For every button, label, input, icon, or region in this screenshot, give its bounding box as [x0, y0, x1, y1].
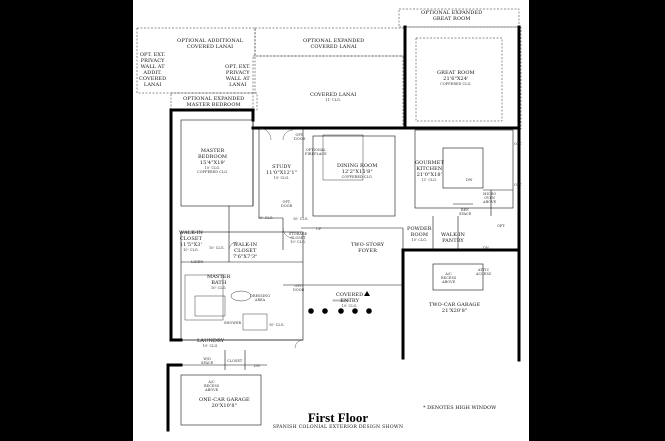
- ceiling-10-label-d: 10' CLG.: [293, 217, 309, 221]
- optional-dashed-outlines: [136, 8, 522, 130]
- closet-label: CLOSET: [227, 359, 243, 363]
- exterior-walls: [166, 25, 521, 432]
- stair-down-label-2: DN: [254, 364, 260, 368]
- opt-right-label-3: OPT.: [497, 224, 506, 228]
- high-window-footnote: * DENOTES HIGH WINDOW: [423, 405, 497, 411]
- opt-right-label-2: OPT.: [514, 183, 523, 187]
- ceiling-10-label-b: 10' CLG.: [209, 246, 225, 250]
- linen-label: LINEN: [191, 260, 204, 264]
- plan-subtitle: SPANISH COLONIAL EXTERIOR DESIGN SHOWN: [272, 425, 404, 430]
- opt-door-study-2-label: OPT.DOOR: [281, 200, 293, 208]
- entry-columns: [308, 291, 372, 314]
- opt-right-label-1: OPT.: [514, 142, 523, 146]
- ceiling-10-label-c: 10' CLG.: [269, 323, 285, 327]
- ceiling-10-label-a: 10' CLG.: [258, 216, 274, 220]
- stair-down-label: DN: [483, 246, 489, 250]
- stair-up-label: UP: [316, 227, 322, 231]
- plan-title: First Floor: [307, 410, 369, 425]
- interior-walls: [180, 119, 514, 426]
- door-swings: [228, 127, 304, 349]
- shower-label: SHOWER: [224, 321, 242, 325]
- dishwasher-label: DW: [466, 178, 473, 182]
- opt-door-study-label: OPT.DOOR: [294, 133, 306, 141]
- ref-space-label: REF.SPACE: [459, 208, 472, 216]
- floor-plan-drawing: [136, 8, 522, 432]
- opt-door-entry-label: OPT.DOOR: [293, 284, 305, 292]
